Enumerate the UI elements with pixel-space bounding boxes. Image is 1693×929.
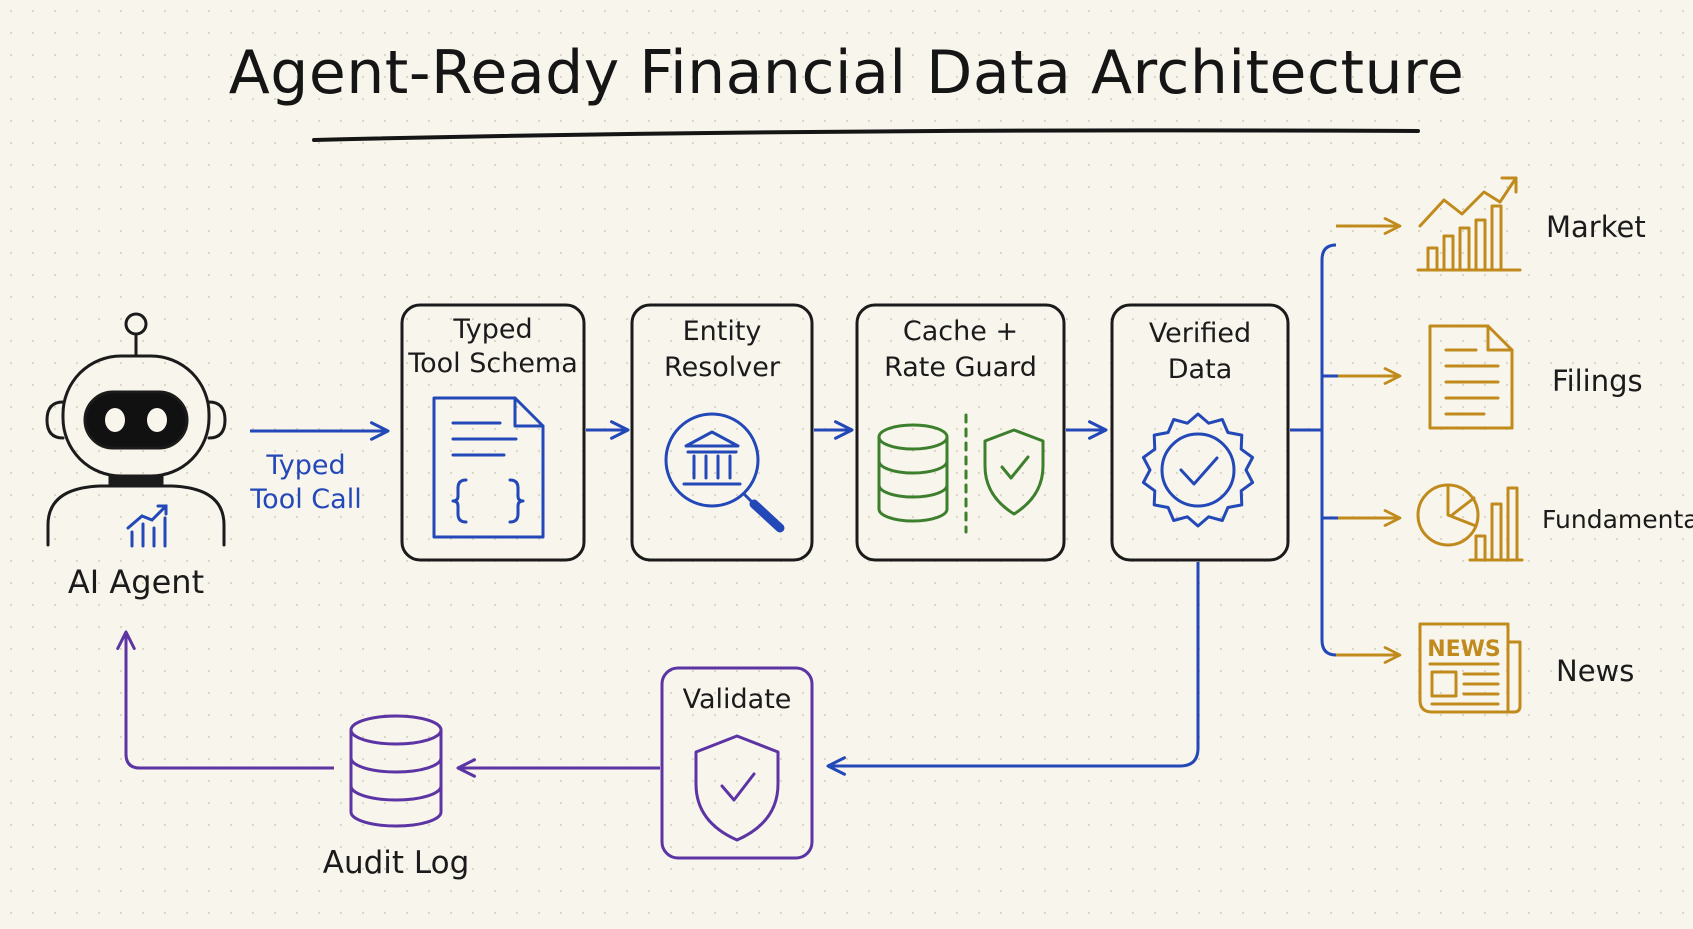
- resolver-title-line1: Entity: [682, 316, 762, 347]
- verified-badge-icon: [1141, 412, 1255, 528]
- source-label-filings: Filings: [1552, 364, 1643, 398]
- schema-title-line2: Tool Schema: [408, 348, 578, 379]
- source-arrows: [1336, 217, 1402, 664]
- database-icon: [349, 714, 443, 828]
- schema-box: [400, 303, 586, 562]
- source-branches: [1290, 243, 1338, 657]
- database-shield-icon: [877, 413, 1045, 534]
- robot-chart-icon: [126, 504, 168, 548]
- cache-title-line1: Cache +: [902, 316, 1019, 347]
- document-icon: [1428, 324, 1514, 430]
- verified-box: [1110, 303, 1290, 562]
- source-label-fundamentals: Fundamentals: [1542, 505, 1693, 534]
- source-label-market: Market: [1546, 210, 1646, 244]
- title-underline: [312, 128, 1420, 142]
- return-path-arrow: [826, 562, 1200, 776]
- audit-label: Audit Log: [322, 845, 470, 881]
- newspaper-icon: [1418, 622, 1522, 714]
- validate-box: [660, 666, 814, 860]
- resolver-box: [630, 303, 814, 562]
- edge-label-typed: Typed: [266, 450, 346, 481]
- news-icon-text: NEWS: [1427, 637, 1501, 662]
- edge-label-tool-call: Tool Call: [250, 484, 362, 515]
- robot-icon: [45, 312, 227, 547]
- verified-title-line2: Data: [1167, 354, 1233, 385]
- shield-check-icon: [694, 734, 780, 842]
- verified-title-line1: Verified: [1148, 318, 1252, 349]
- cache-title-line2: Rate Guard: [884, 352, 1037, 383]
- json-document-icon: [432, 396, 545, 539]
- pie-bar-chart-icon: [1416, 483, 1524, 562]
- cache-box: [855, 303, 1066, 562]
- resolver-title-line2: Resolver: [664, 352, 780, 383]
- schema-title-line1: Typed: [453, 314, 533, 345]
- bank-search-icon: [664, 412, 785, 533]
- page-title: Agent-Ready Financial Data Architecture: [228, 38, 1465, 108]
- source-label-news: News: [1556, 654, 1635, 688]
- agent-label: AI Agent: [67, 563, 205, 601]
- market-chart-icon: [1416, 176, 1522, 272]
- validate-title: Validate: [682, 684, 792, 715]
- arrow-audit-agent: [116, 630, 334, 770]
